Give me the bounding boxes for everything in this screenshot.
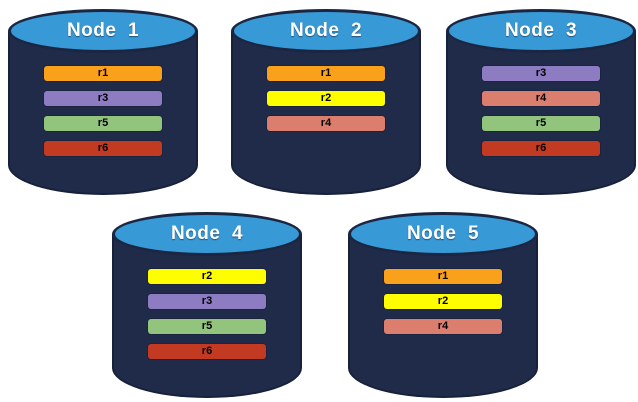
node-4-replica-list: r2 r3 r5 r6 <box>112 269 302 369</box>
replica-bar-r3: r3 <box>482 66 600 81</box>
node-1-database-icon <box>8 31 198 195</box>
node-2-title: Node 2 <box>289 20 363 41</box>
node-4-title: Node 4 <box>170 223 244 244</box>
node-1-cylinder-top: Node 1 <box>8 9 198 53</box>
replica-bar-r3: r3 <box>44 91 162 106</box>
node-2-cylinder: Node 2 r1 r2 r4 <box>231 9 421 195</box>
replica-bar-r2: r2 <box>384 294 502 309</box>
replica-bar-r1: r1 <box>384 269 502 284</box>
node-2-replica-list: r1 r2 r4 <box>231 66 421 141</box>
replica-bar-r4: r4 <box>482 91 600 106</box>
replica-bar-r5: r5 <box>482 116 600 131</box>
replica-bar-r6: r6 <box>44 141 162 156</box>
node-5-cylinder-top: Node 5 <box>348 212 538 256</box>
replica-bar-r5: r5 <box>44 116 162 131</box>
replica-bar-r6: r6 <box>482 141 600 156</box>
node-5-cylinder: Node 5 r1 r2 r4 <box>348 212 538 398</box>
node-3-cylinder: Node 3 r3 r4 r5 r6 <box>446 9 636 195</box>
replica-bar-r6: r6 <box>148 344 266 359</box>
replica-bar-r5: r5 <box>148 319 266 334</box>
node-3-database-icon <box>446 31 636 195</box>
replica-bar-r3: r3 <box>148 294 266 309</box>
node-4-database-icon <box>112 234 302 398</box>
replica-bar-r1: r1 <box>44 66 162 81</box>
node-3-replica-list: r3 r4 r5 r6 <box>446 66 636 166</box>
replica-bar-r1: r1 <box>267 66 385 81</box>
node-1-title: Node 1 <box>66 20 140 41</box>
replica-bar-r2: r2 <box>267 91 385 106</box>
replica-bar-r2: r2 <box>148 269 266 284</box>
node-5-title: Node 5 <box>406 223 480 244</box>
node-2-cylinder-top: Node 2 <box>231 9 421 53</box>
node-2-database-icon <box>231 31 421 195</box>
node-4-cylinder-top: Node 4 <box>112 212 302 256</box>
node-4-cylinder: Node 4 r2 r3 r5 r6 <box>112 212 302 398</box>
replica-bar-r4: r4 <box>384 319 502 334</box>
node-5-replica-list: r1 r2 r4 <box>348 269 538 344</box>
node-3-cylinder-top: Node 3 <box>446 9 636 53</box>
replica-bar-r4: r4 <box>267 116 385 131</box>
node-1-replica-list: r1 r3 r5 r6 <box>8 66 198 166</box>
node-1-cylinder: Node 1 r1 r3 r5 r6 <box>8 9 198 195</box>
node-3-title: Node 3 <box>504 20 578 41</box>
node-5-database-icon <box>348 234 538 398</box>
